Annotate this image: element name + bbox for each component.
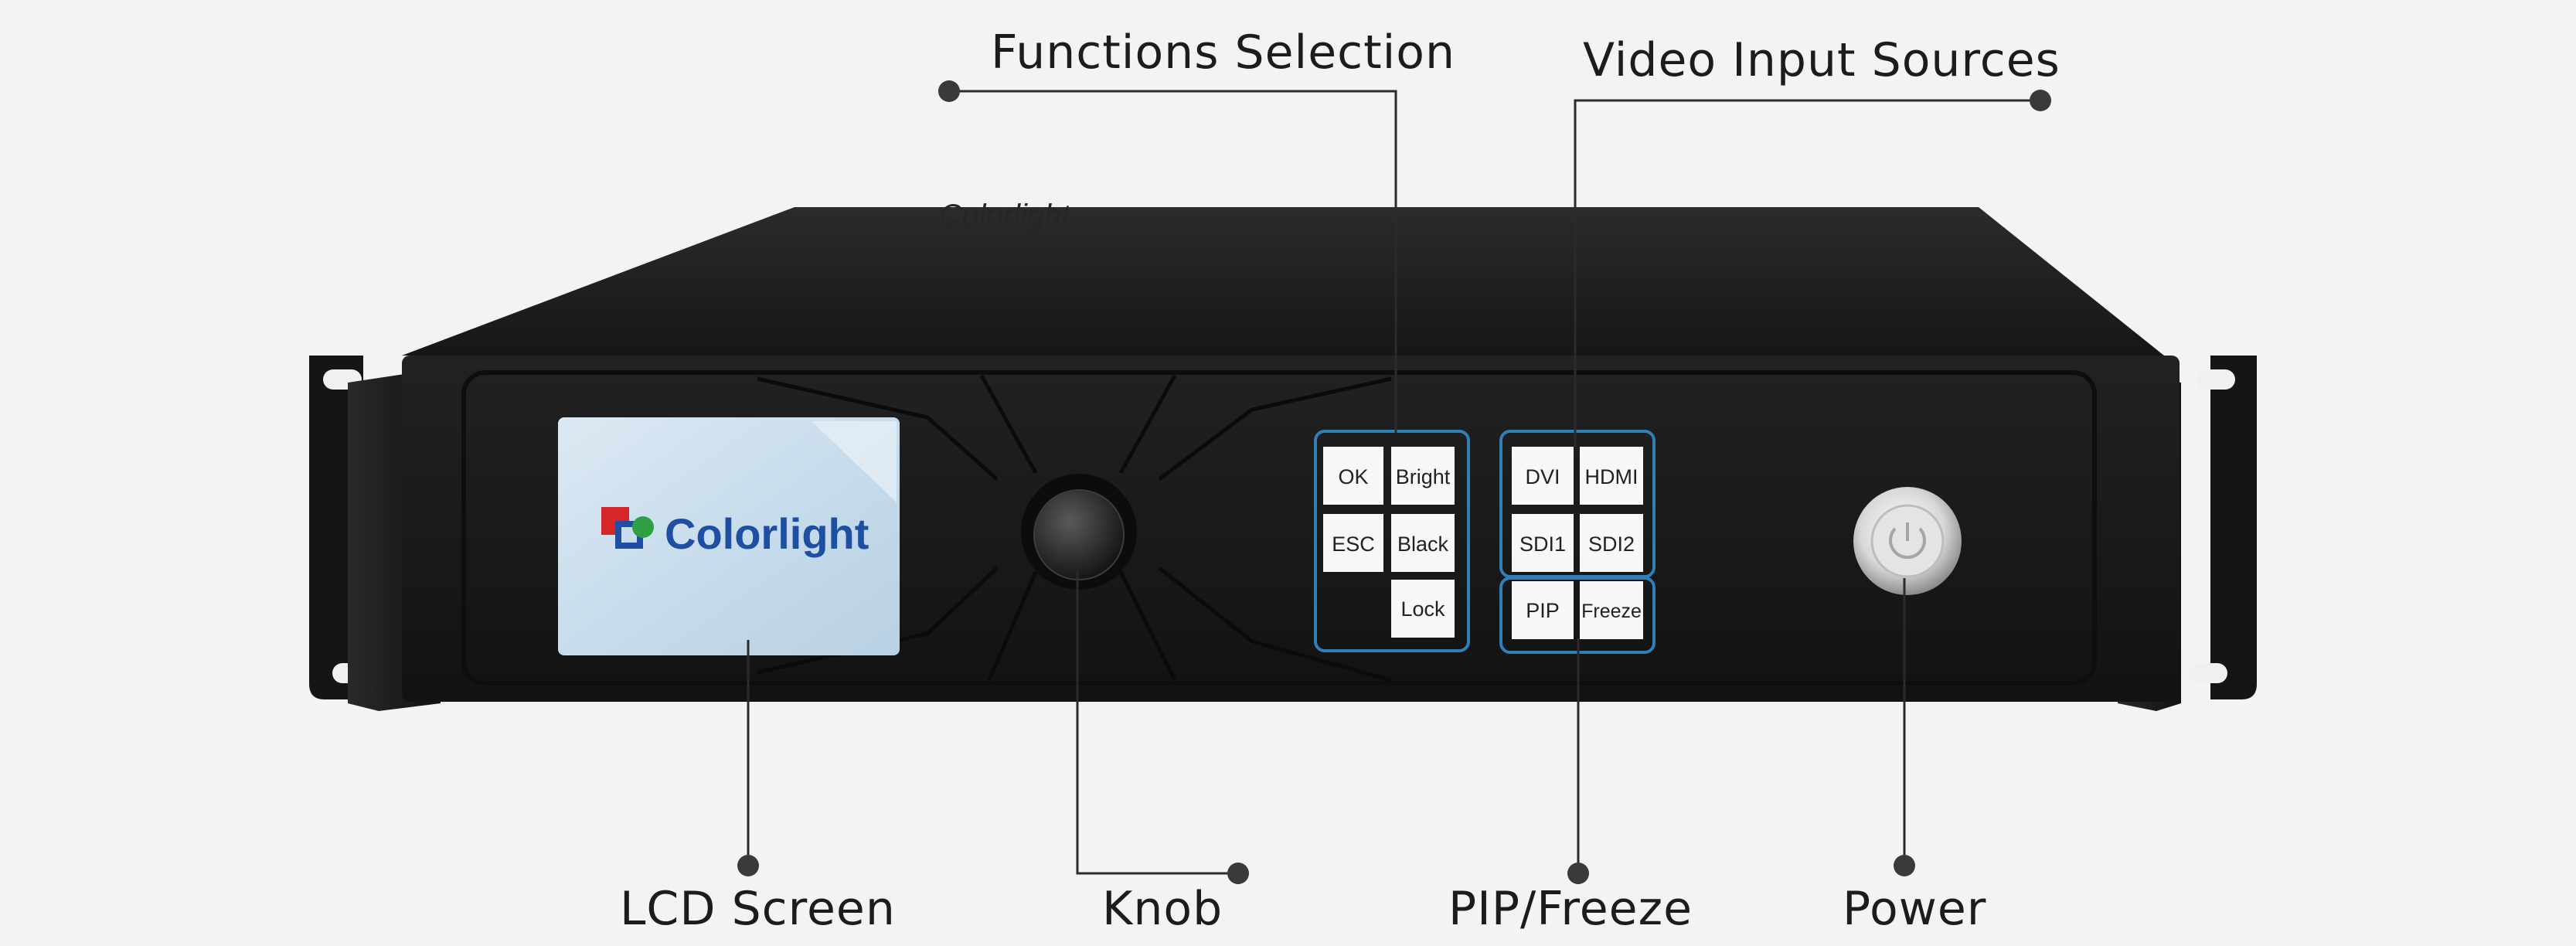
callout-pip-freeze: PIP/Freeze	[1448, 882, 1693, 936]
sdi1-key[interactable]: SDI1	[1512, 514, 1574, 572]
leader-functions	[949, 90, 1397, 433]
leader-knob-dot	[1227, 863, 1249, 884]
dvi-key-label: DVI	[1525, 465, 1560, 488]
leader-video-inputs-dot	[2030, 90, 2051, 111]
top-brand-text: Colorlight	[940, 199, 1072, 233]
leader-lcd-dot	[737, 855, 759, 876]
lcd-glare	[812, 421, 897, 502]
sdi2-key-label: SDI2	[1588, 533, 1635, 556]
lcd-screen: Colorlight	[558, 417, 900, 655]
ok-key[interactable]: OK	[1323, 447, 1383, 505]
sdi1-key-label: SDI1	[1519, 533, 1566, 556]
esc-key-label: ESC	[1332, 533, 1375, 556]
lcd-logo-text: Colorlight	[665, 509, 869, 558]
function-keys-panel: OK Bright ESC Black Lock	[1314, 430, 1470, 652]
chassis-top	[402, 207, 2164, 356]
lcd-panel	[558, 417, 900, 655]
lock-key[interactable]: Lock	[1391, 580, 1455, 638]
leader-knob	[1076, 572, 1238, 875]
function-keys-outline	[1314, 430, 1470, 652]
chassis: Colorlight	[309, 199, 2257, 711]
leader-video-inputs	[1574, 99, 2040, 447]
callout-functions-selection: Functions Selection	[991, 26, 1455, 80]
black-key[interactable]: Black	[1391, 514, 1455, 572]
power-icon[interactable]	[1853, 487, 1962, 595]
callout-power: Power	[1843, 882, 1986, 936]
callout-lcd-screen: LCD Screen	[620, 882, 896, 936]
esc-key[interactable]: ESC	[1323, 514, 1383, 572]
input-keys-panel: DVI HDMI SDI1 SDI2 PIP Freeze	[1499, 430, 1656, 654]
rack-ear-slot-bottom-right	[2189, 663, 2227, 683]
rack-ear-right	[2210, 356, 2257, 699]
dvi-key[interactable]: DVI	[1512, 447, 1574, 505]
callout-knob: Knob	[1102, 882, 1223, 936]
freeze-key-label: Freeze	[1581, 601, 1642, 622]
freeze-key[interactable]: Freeze	[1580, 581, 1643, 639]
callout-video-input-sources: Video Input Sources	[1583, 33, 2060, 87]
leader-power-dot	[1894, 855, 1915, 876]
colorlight-logo-icon	[601, 507, 654, 549]
rotary-knob-icon[interactable]	[1021, 474, 1137, 590]
rack-ear-slot-top-right	[2197, 369, 2235, 390]
black-key-label: Black	[1397, 533, 1449, 556]
pip-key-label: PIP	[1526, 599, 1560, 622]
front-inner-bezel	[461, 370, 2097, 686]
hdmi-key[interactable]: HDMI	[1580, 447, 1643, 505]
sdi2-key[interactable]: SDI2	[1580, 514, 1643, 572]
leader-lines	[737, 80, 2051, 884]
ok-key-label: OK	[1338, 465, 1368, 488]
leader-pip-dot	[1567, 863, 1589, 884]
leader-functions-dot	[938, 80, 960, 102]
front-facets	[757, 374, 1392, 682]
lock-key-label: Lock	[1400, 597, 1445, 621]
bright-key[interactable]: Bright	[1391, 447, 1455, 505]
hdmi-key-label: HDMI	[1585, 465, 1638, 488]
pip-key[interactable]: PIP	[1512, 581, 1574, 639]
bright-key-label: Bright	[1396, 465, 1451, 488]
